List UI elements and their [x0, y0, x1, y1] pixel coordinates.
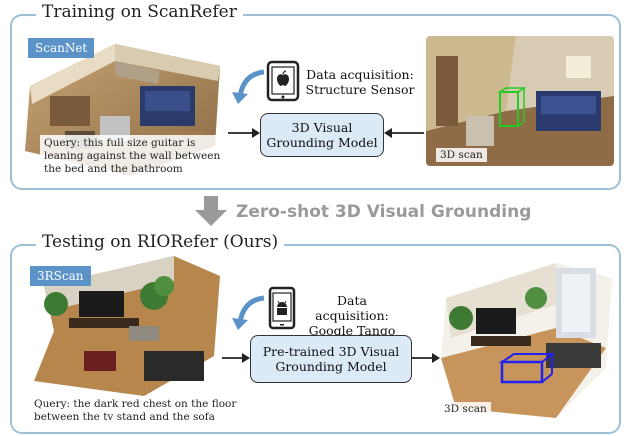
zero-shot-down-arrow-icon: [195, 196, 227, 226]
bottom-pretrained-model-box: Pre-trained 3D Visual Grounding Model: [250, 335, 412, 383]
tablet-apple-icon: [266, 60, 300, 102]
top-query-text: Query: this full size guitar is leaning …: [40, 135, 230, 178]
testing-panel-title: Testing on RIORefer (Ours): [36, 232, 285, 252]
top-left-arrow-icon: [228, 128, 260, 138]
phone-android-icon: [268, 286, 296, 330]
3rscan-tag: 3RScan: [30, 266, 91, 286]
bottom-left-arrow-icon: [222, 353, 250, 363]
3rscan-scene-image: [24, 256, 220, 398]
top-scan-label: 3D scan: [436, 148, 487, 162]
scannet-tag: ScanNet: [28, 38, 95, 58]
bottom-query-text: Query: the dark red chest on the floor b…: [30, 396, 248, 426]
top-right-arrow-icon: [384, 128, 424, 138]
bottom-right-arrow-icon: [412, 353, 440, 363]
training-panel-title: Training on ScanRefer: [36, 2, 243, 22]
bottom-acquisition-text: Data acquisition: Google Tango: [308, 293, 396, 338]
bottom-3d-scan-image: [436, 258, 612, 426]
top-acquisition-text: Data acquisition: Structure Sensor: [305, 67, 415, 97]
bottom-curved-arrow-icon: [232, 295, 265, 330]
top-3d-scan-image: [426, 36, 614, 166]
top-grounding-model-box: 3D Visual Grounding Model: [260, 113, 384, 157]
zero-shot-label: Zero-shot 3D Visual Grounding: [236, 202, 532, 222]
top-curved-arrow-icon: [232, 69, 265, 104]
bottom-scan-label: 3D scan: [440, 402, 491, 416]
